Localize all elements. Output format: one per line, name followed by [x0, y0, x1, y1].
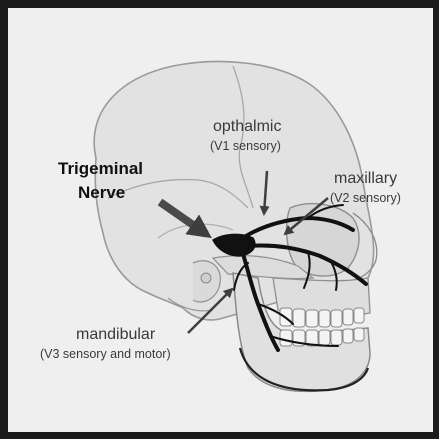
nasal-bone: [352, 212, 378, 281]
mandibular-desc: (V3 sensory and motor): [40, 347, 171, 361]
mandibular-arrow: [187, 287, 234, 334]
ophthalmic-arrow: [259, 170, 270, 216]
ophthalmic-label: opthalmic: [213, 118, 282, 135]
mandible-border: [238, 347, 370, 392]
lambdoid-suture: [107, 178, 249, 209]
skull-illustration: [93, 60, 378, 393]
maxillary-arrow: [283, 197, 329, 236]
trigeminal-label-line1: Trigeminal: [58, 159, 144, 178]
maxillary-desc: (V2 sensory): [330, 191, 401, 205]
lower-teeth: [279, 327, 365, 347]
trigeminal-arrow: [157, 198, 212, 239]
trigeminal-ganglion: [212, 233, 256, 257]
mandibular-label: mandibular: [76, 326, 156, 343]
upper-teeth: [279, 307, 365, 328]
trigeminal-label-line2: Nerve: [78, 183, 126, 202]
maxillary-label: maxillary: [334, 170, 398, 187]
trigeminal-nerve: [212, 204, 368, 352]
ophthalmic-desc: (V1 sensory): [210, 139, 281, 153]
coronal-suture: [232, 65, 254, 209]
maxillary-branch: [246, 243, 368, 286]
